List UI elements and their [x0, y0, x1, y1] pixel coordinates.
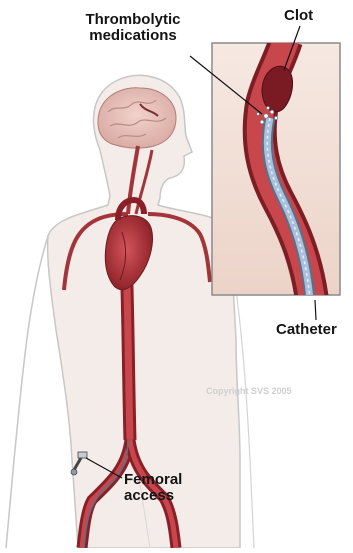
brain	[98, 88, 176, 148]
label-thrombolytic-medications: Thrombolytic medications	[74, 12, 192, 44]
label-femoral-access: Femoral access	[124, 472, 182, 504]
leader-line-catheter	[315, 300, 316, 320]
label-catheter: Catheter	[276, 322, 337, 338]
label-femoral-line1: Femoral	[124, 472, 182, 488]
label-thrombolytic-line2: medications	[74, 28, 192, 44]
label-femoral-line2: access	[124, 488, 182, 504]
copyright-watermark: Copyright SVS 2005	[206, 386, 292, 396]
label-thrombolytic-line1: Thrombolytic	[74, 12, 192, 28]
inset-panel	[212, 40, 340, 300]
label-clot: Clot	[284, 8, 313, 24]
